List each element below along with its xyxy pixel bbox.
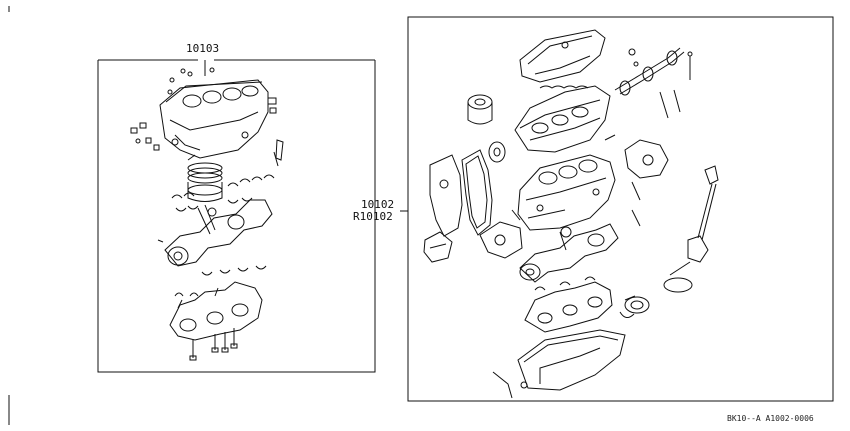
oil-pan-illustration — [493, 330, 625, 398]
plugs-illustration — [131, 68, 283, 166]
oil-filter-illustration — [468, 95, 492, 124]
bearing-caps-illustration — [170, 282, 262, 340]
bearing-shells-illustration — [172, 175, 274, 211]
part-number-label-r10102[interactable]: R10102 — [353, 210, 393, 223]
crankshaft-right-illustration — [520, 224, 618, 282]
figure-code: BK10--A A1002-0006 — [727, 414, 814, 423]
timing-belt-illustration — [462, 150, 492, 235]
crankshaft-illustration — [158, 200, 272, 266]
rear-seal-illustration — [625, 297, 649, 313]
valve-cover-illustration — [520, 30, 605, 88]
cylinder-block-illustration — [160, 80, 276, 158]
oil-strainer-illustration — [664, 166, 718, 292]
cylinder-head-illustration — [515, 86, 610, 152]
water-pump-illustration — [424, 210, 522, 262]
sprocket-illustration — [489, 142, 505, 162]
oil-pump-illustration — [605, 135, 668, 226]
engine-assembly-frame — [400, 17, 833, 401]
timing-cover-illustration — [430, 155, 462, 236]
bearing-caps-right-illustration — [525, 277, 635, 332]
thrust-washers-illustration — [175, 266, 266, 296]
part-number-label-10102[interactable]: 10102 — [361, 198, 395, 211]
bolts-illustration — [190, 328, 237, 360]
piston-illustration — [188, 155, 222, 202]
engine-block-illustration — [518, 155, 615, 230]
camshaft-illustration — [615, 48, 692, 118]
part-number-label-10103[interactable]: 10103 — [186, 42, 220, 55]
short-block-assembly-frame — [98, 60, 375, 372]
